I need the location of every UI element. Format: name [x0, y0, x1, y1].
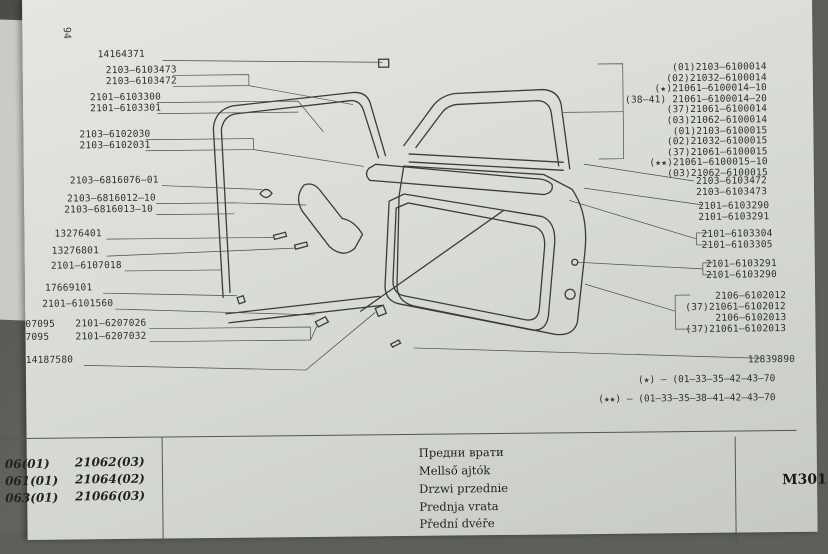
- part-label: 2103–6103472: [695, 175, 768, 187]
- glass-rod: [359, 209, 505, 313]
- part-label: 2101–6207032: [75, 330, 147, 343]
- section-code: M301: [781, 471, 827, 489]
- title-hungarian: Mellső ajtók: [418, 463, 491, 478]
- part-label: 12839890: [747, 353, 796, 366]
- door-shell: [396, 165, 587, 336]
- model-code: 063(01): [5, 490, 59, 506]
- window-channel: [408, 153, 564, 171]
- part-label: 2101–6107018: [50, 259, 122, 272]
- part-label: 2101–6103301: [90, 102, 162, 115]
- part-label: 2103–6102030: [79, 128, 151, 141]
- part-label: (37)21061–6102013: [685, 323, 787, 336]
- window-frame: [403, 88, 571, 170]
- part-label: 2101–6103291: [705, 258, 777, 270]
- door-exploded-diagram: [83, 58, 761, 371]
- part-label: 2101–6103304: [701, 228, 773, 240]
- part-label: 2103–6103472: [105, 75, 177, 88]
- model-code: 21066(03): [75, 488, 146, 504]
- seal-frame-inner: [220, 99, 380, 293]
- part-label: 14187580: [25, 354, 74, 366]
- model-code: 061(01): [4, 473, 59, 489]
- part-label: 13276401: [54, 228, 102, 240]
- part-label: 2101–6103305: [701, 239, 773, 251]
- part-label: 2103–6103473: [695, 186, 768, 198]
- model-code: 06(01): [4, 456, 50, 472]
- part-label: 7095: [25, 331, 50, 343]
- part-label: 07095: [25, 318, 56, 330]
- model-code: 21064(02): [74, 471, 145, 487]
- title-polish: Drzwi przednie: [419, 480, 509, 496]
- part-label: 2101–6103291: [698, 211, 770, 223]
- title-serbocroatian: Prednja vrata: [419, 499, 499, 514]
- part-label: 13276801: [51, 245, 100, 257]
- part-label: 2103–6102031: [79, 139, 151, 152]
- armrest: [297, 183, 364, 254]
- title-czech: Přední dvéře: [419, 516, 495, 531]
- sill-strip: [365, 163, 553, 196]
- title-bulgarian: Предни врати: [418, 444, 504, 460]
- right-variant-group: (01)2103–6100014 (02)21032–6100014 (★)21…: [617, 61, 768, 180]
- part-label: 2103–6816013–10: [64, 203, 154, 216]
- window-frame-inner: [415, 99, 560, 167]
- trim-panel: [384, 193, 556, 331]
- part-label: 2106–6102013: [715, 312, 787, 324]
- lower-seal: [225, 295, 384, 324]
- part-label: 2101–6101560: [42, 298, 114, 310]
- model-code: 21062(03): [74, 454, 145, 470]
- footnote-single-star: (★) – (01–33–35–42–43–70: [637, 373, 776, 386]
- part-label: 2103–6816012–10: [67, 192, 156, 205]
- trim-panel-inner: [392, 202, 546, 321]
- seal-frame: [212, 91, 387, 298]
- part-label: 2101–6103290: [698, 200, 770, 212]
- part-label: 17669101: [44, 282, 93, 294]
- part-label: 14164371: [97, 48, 145, 61]
- footnote-double-star: (★★) – (01–33–35–38–41–42–43–70: [598, 392, 776, 405]
- part-label: 2106–6102012: [715, 290, 787, 302]
- part-label: 2103–6816076–01: [69, 174, 159, 187]
- part-label: 2101–6207026: [75, 317, 147, 330]
- part-label: 2103–6103473: [105, 64, 177, 77]
- part-label: 2101–6103300: [89, 91, 162, 104]
- part-label: 2101–6103290: [705, 269, 778, 281]
